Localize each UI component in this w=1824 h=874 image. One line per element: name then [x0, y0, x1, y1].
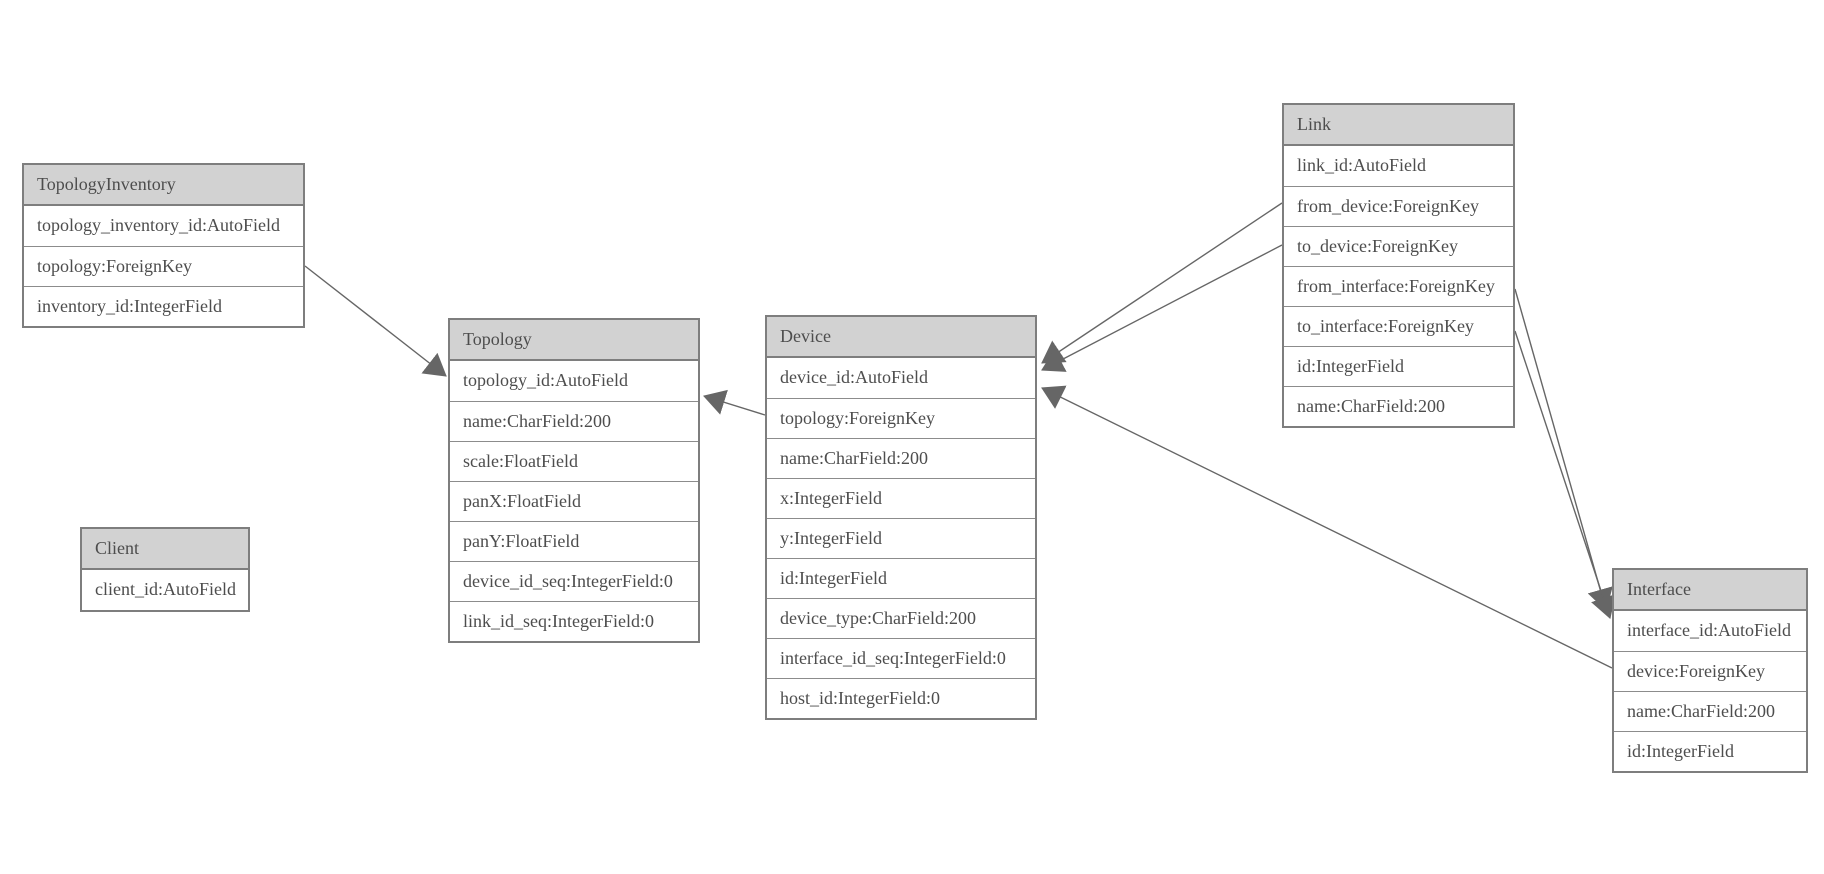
table-title-device: Device [767, 317, 1035, 358]
field-row-link-4: to_interface:ForeignKey [1284, 306, 1513, 346]
connection-topologyinventory-topology [304, 265, 447, 377]
field-row-device-0: device_id:AutoField [767, 358, 1035, 398]
field-row-device-5: id:IntegerField [767, 558, 1035, 598]
table-title-link: Link [1284, 105, 1513, 146]
field-row-interface-3: id:IntegerField [1614, 731, 1806, 771]
field-row-link-0: link_id:AutoField [1284, 146, 1513, 186]
field-row-interface-1: device:ForeignKey [1614, 651, 1806, 691]
field-row-topologyinventory-1: topology:ForeignKey [24, 246, 303, 286]
field-row-topology-5: device_id_seq:IntegerField:0 [450, 561, 698, 601]
field-row-client-0: client_id:AutoField [82, 570, 248, 610]
field-row-device-8: host_id:IntegerField:0 [767, 678, 1035, 718]
field-row-link-3: from_interface:ForeignKey [1284, 266, 1513, 306]
field-row-device-7: interface_id_seq:IntegerField:0 [767, 638, 1035, 678]
field-row-link-6: name:CharField:200 [1284, 386, 1513, 426]
field-row-topology-3: panX:FloatField [450, 481, 698, 521]
connection-interface-device [1041, 385, 1613, 669]
field-row-device-4: y:IntegerField [767, 518, 1035, 558]
connection-link-from-interface [1514, 288, 1613, 611]
connection-device-topology [703, 389, 766, 416]
field-row-device-6: device_type:CharField:200 [767, 598, 1035, 638]
field-row-device-3: x:IntegerField [767, 478, 1035, 518]
table-title-interface: Interface [1614, 570, 1806, 611]
field-row-topologyinventory-0: topology_inventory_id:AutoField [24, 206, 303, 246]
connection-link-to-interface [1514, 330, 1616, 619]
field-row-topology-4: panY:FloatField [450, 521, 698, 561]
field-row-device-1: topology:ForeignKey [767, 398, 1035, 438]
field-row-link-5: id:IntegerField [1284, 346, 1513, 386]
field-row-link-1: from_device:ForeignKey [1284, 186, 1513, 226]
field-row-topology-0: topology_id:AutoField [450, 361, 698, 401]
table-title-topology: Topology [450, 320, 698, 361]
field-row-topology-6: link_id_seq:IntegerField:0 [450, 601, 698, 641]
field-row-interface-2: name:CharField:200 [1614, 691, 1806, 731]
connection-link-to-device [1041, 244, 1283, 372]
field-row-topology-2: scale:FloatField [450, 441, 698, 481]
field-row-topologyinventory-2: inventory_id:IntegerField [24, 286, 303, 326]
field-row-link-2: to_device:ForeignKey [1284, 226, 1513, 266]
field-row-interface-0: interface_id:AutoField [1614, 611, 1806, 651]
table-title-topologyinventory: TopologyInventory [24, 165, 303, 206]
table-title-client: Client [82, 529, 248, 570]
field-row-topology-1: name:CharField:200 [450, 401, 698, 441]
connection-link-from-device [1041, 202, 1283, 364]
field-row-device-2: name:CharField:200 [767, 438, 1035, 478]
